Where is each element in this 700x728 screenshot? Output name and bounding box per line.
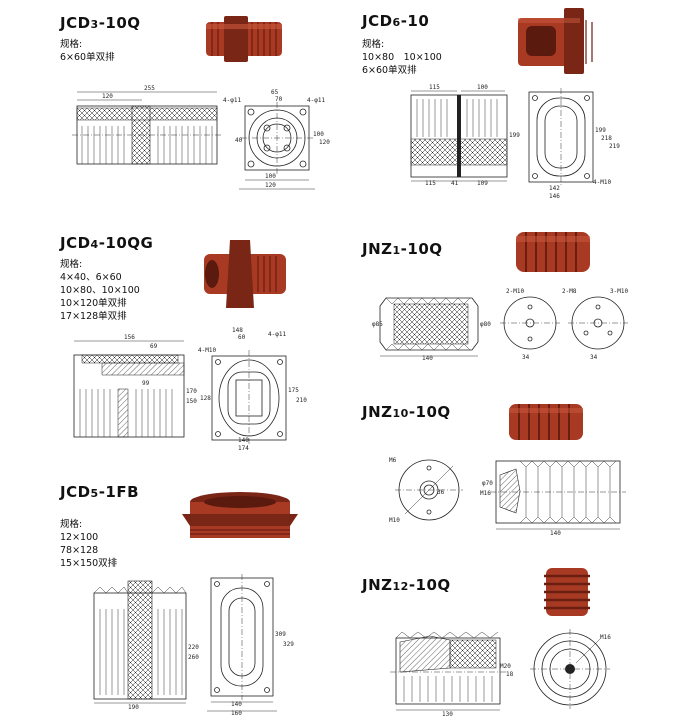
title-jcd3: JCD3-10Q: [60, 14, 141, 32]
svg-text:φ80: φ80: [480, 321, 491, 328]
svg-text:120: 120: [319, 139, 330, 146]
svg-text:100: 100: [477, 84, 488, 91]
photo-jcd4: [204, 240, 286, 308]
title-jcd6: JCD6-10: [362, 12, 430, 30]
svg-text:115: 115: [429, 84, 440, 91]
svg-text:M6: M6: [389, 457, 397, 464]
svg-text:2-M8: 2-M8: [562, 288, 577, 295]
svg-text:160: 160: [231, 710, 242, 717]
drawing-jcd5-side: 220 260 190: [93, 580, 199, 711]
spec-jcd4: 规格: 4×40、6×60 10×80、10×100 10×120单双排 17×…: [60, 259, 140, 322]
svg-text:100: 100: [313, 131, 324, 138]
drawing-jnz1-ends: 2-M10 2-M8 3-M10 34 34: [500, 288, 628, 361]
drawing-jnz10-end: M6 36 M10: [389, 457, 463, 524]
svg-text:18: 18: [506, 671, 514, 678]
svg-text:36: 36: [437, 489, 445, 496]
svg-text:329: 329: [283, 641, 294, 648]
svg-text:140: 140: [231, 701, 242, 708]
svg-text:40: 40: [235, 137, 243, 144]
svg-text:34: 34: [590, 354, 598, 361]
svg-text:210: 210: [296, 397, 307, 404]
svg-text:69: 69: [150, 343, 158, 350]
drawing-jcd6-front: 199 218 219 4-M10 142 146: [528, 88, 620, 200]
svg-text:309: 309: [275, 631, 286, 638]
svg-text:4-φ11: 4-φ11: [268, 331, 286, 338]
svg-text:255: 255: [144, 85, 155, 92]
svg-text:M10: M10: [389, 517, 400, 524]
photo-jcd3: [206, 16, 282, 62]
drawing-jcd4-side: 156 69 99 170 150: [73, 334, 197, 438]
svg-text:156: 156: [124, 334, 135, 341]
svg-text:φ70: φ70: [482, 480, 493, 487]
svg-text:120: 120: [265, 182, 276, 189]
spec-jcd3: 规格: 6×60单双排: [60, 39, 115, 63]
svg-text:150: 150: [186, 398, 197, 405]
svg-text:2-M10: 2-M10: [506, 288, 524, 295]
photo-jcd5: [182, 492, 298, 538]
spec-jcd6: 规格: 10×80 10×100 6×60单双排: [362, 39, 442, 76]
drawing-jnz12-side: M20 18 130: [390, 631, 514, 718]
photo-jnz12: [544, 568, 590, 616]
svg-text:170: 170: [186, 388, 197, 395]
svg-text:174: 174: [238, 445, 249, 452]
svg-text:140: 140: [238, 437, 249, 444]
svg-text:140: 140: [422, 355, 433, 362]
drawing-jnz12-end: M16: [530, 629, 611, 709]
svg-text:220: 220: [188, 644, 199, 651]
svg-text:60: 60: [238, 334, 246, 341]
photo-jnz10: [509, 404, 583, 440]
drawing-jcd6-side: 115 100 199 115 41 109: [410, 84, 520, 187]
drawing-jcd3-side: 255 120: [72, 85, 222, 165]
spec-jcd5: 规格: 12×100 78×128 15×150双排: [60, 519, 118, 569]
svg-text:3-M10: 3-M10: [610, 288, 628, 295]
svg-text:175: 175: [288, 387, 299, 394]
title-jnz10: JNZ10-10Q: [362, 403, 451, 421]
photo-jcd6: [518, 8, 593, 74]
svg-text:130: 130: [442, 711, 453, 718]
svg-text:140: 140: [550, 530, 561, 537]
title-jcd5: JCD5-1FB: [60, 483, 140, 501]
svg-text:199: 199: [509, 132, 520, 139]
title-jcd4: JCD4-10QG: [60, 234, 154, 252]
svg-text:65: 65: [271, 89, 279, 96]
svg-text:199: 199: [595, 127, 606, 134]
drawing-jcd3-front: 65 70 4-φ11 4-φ11 40 100 120 100 120: [223, 89, 330, 190]
svg-text:41: 41: [451, 180, 459, 187]
photo-jnz1: [516, 232, 590, 272]
svg-text:M20: M20: [500, 663, 511, 670]
svg-text:4-φ11: 4-φ11: [223, 97, 241, 104]
title-jnz12: JNZ12-10Q: [362, 576, 451, 594]
svg-text:4-M10: 4-M10: [198, 347, 216, 354]
svg-text:128: 128: [200, 395, 211, 402]
svg-text:115: 115: [425, 180, 436, 187]
svg-text:148: 148: [232, 327, 243, 334]
svg-text:218: 218: [601, 135, 612, 142]
svg-text:190: 190: [128, 704, 139, 711]
svg-text:70: 70: [275, 96, 283, 103]
svg-text:34: 34: [522, 354, 530, 361]
drawing-jcd4-front: 148 60 4-M10 4-φ11 128 175 210 140 174: [198, 327, 307, 452]
svg-text:M16: M16: [480, 490, 491, 497]
drawing-jnz1-side: φ85 φ80 140: [372, 297, 491, 362]
drawing-jnz10-side: M16 φ70 140: [480, 460, 626, 537]
svg-text:4-M10: 4-M10: [593, 179, 611, 186]
svg-text:219: 219: [609, 143, 620, 150]
svg-text:260: 260: [188, 654, 199, 661]
svg-text:109: 109: [477, 180, 488, 187]
svg-text:146: 146: [549, 193, 560, 200]
svg-text:4-φ11: 4-φ11: [307, 97, 325, 104]
svg-text:142: 142: [549, 185, 560, 192]
svg-text:120: 120: [102, 93, 113, 100]
svg-text:φ85: φ85: [372, 321, 383, 328]
svg-text:99: 99: [142, 380, 150, 387]
drawing-jcd5-front: 309 329 140 160: [207, 574, 294, 717]
title-jnz1: JNZ1-10Q: [362, 240, 443, 258]
svg-text:M16: M16: [600, 634, 611, 641]
svg-text:100: 100: [265, 173, 276, 180]
